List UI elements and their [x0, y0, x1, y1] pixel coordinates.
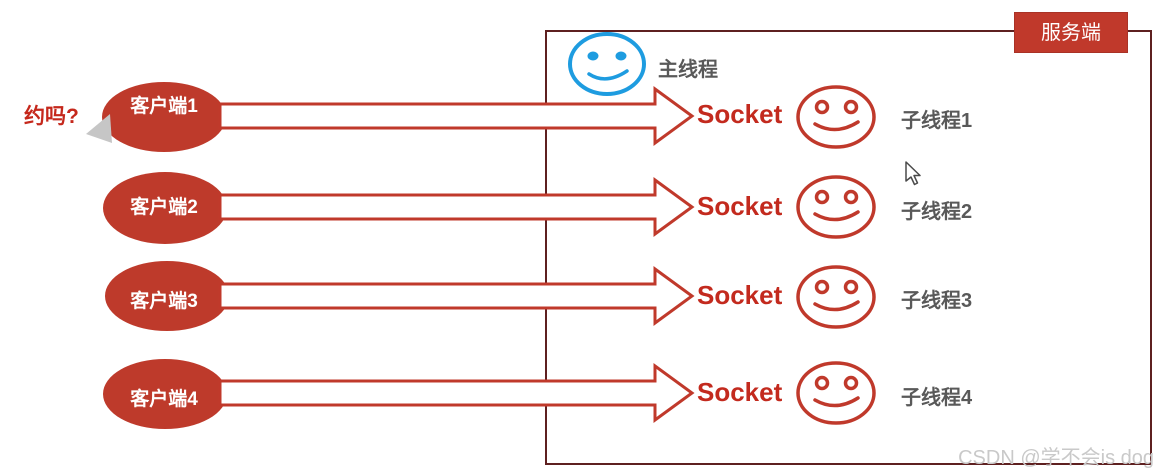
client-2-ellipse — [103, 172, 227, 244]
socket-label-2: Socket — [697, 191, 783, 221]
client-1-ellipse — [102, 82, 226, 152]
annotation-yuema: 约吗? — [24, 105, 79, 128]
child-thread-3-label: 子线程3 — [901, 290, 973, 312]
child-thread-1-label: 子线程1 — [901, 110, 973, 132]
client-4-label: 客户端4 — [130, 389, 198, 410]
red-smiley-face-icon — [796, 361, 876, 425]
arrow-client4-to-socket-icon — [218, 363, 695, 423]
socket-label-4: Socket — [697, 377, 783, 407]
child-thread-2-label: 子线程2 — [901, 201, 973, 223]
blue-smiley-face-icon — [568, 32, 646, 96]
arrow-client1-to-socket-icon — [218, 86, 695, 146]
arrow-client3-to-socket-icon — [218, 266, 695, 326]
client-3-label: 客户端3 — [130, 291, 198, 312]
client-2-label: 客户端2 — [130, 197, 198, 218]
watermark: CSDN @学不会is dog — [958, 447, 1154, 469]
callout-triangle-icon — [86, 114, 112, 143]
client-4-ellipse — [103, 359, 227, 429]
red-smiley-face-icon — [796, 265, 876, 329]
socket-label-3: Socket — [697, 280, 783, 310]
mouse-cursor-icon — [905, 161, 921, 186]
main-thread-label: 主线程 — [658, 59, 718, 81]
child-thread-4-label: 子线程4 — [901, 387, 973, 409]
client-3-ellipse — [105, 261, 229, 331]
socket-label-1: Socket — [697, 99, 783, 129]
red-smiley-face-icon — [796, 85, 876, 149]
client-1-label: 客户端1 — [130, 96, 198, 117]
arrow-client2-to-socket-icon — [218, 177, 695, 237]
server-label: 服务端 — [1014, 12, 1128, 53]
red-smiley-face-icon — [796, 175, 876, 239]
